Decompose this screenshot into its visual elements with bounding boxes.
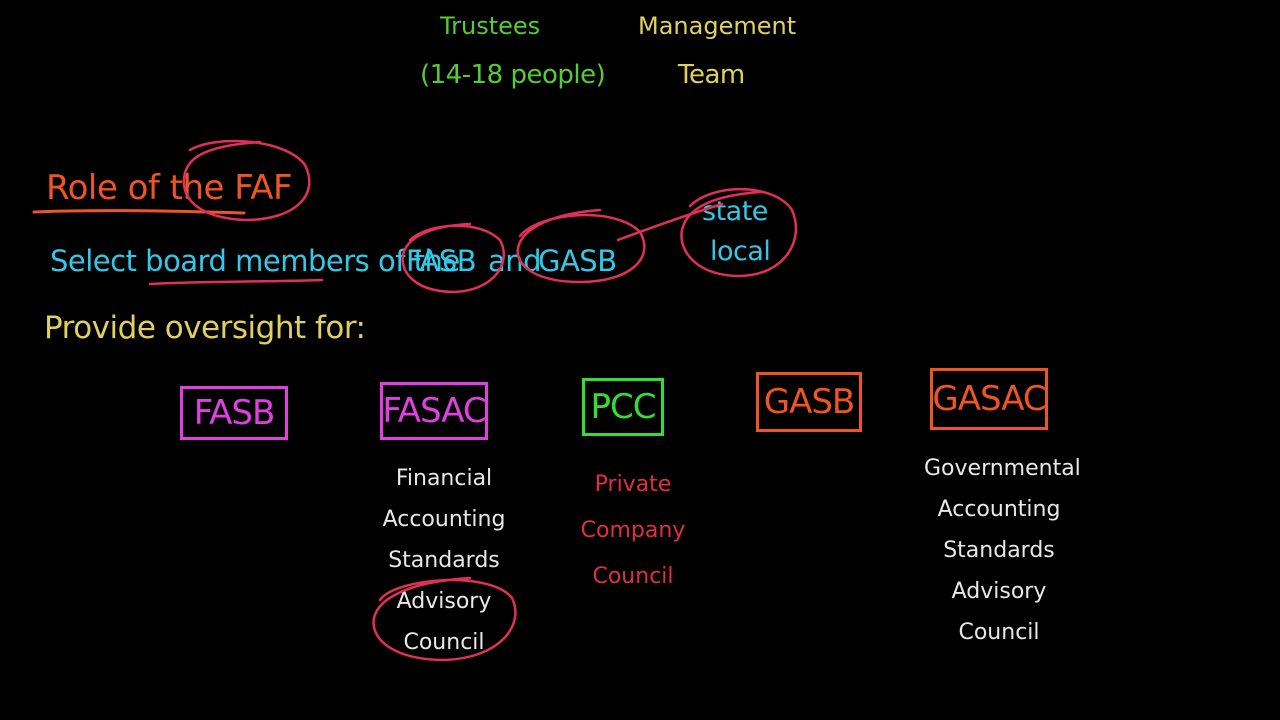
gasac-desc-line: Council — [958, 620, 1040, 645]
gasac-desc-line: Accounting — [937, 497, 1061, 522]
board-members-underline — [148, 278, 324, 286]
fasac-box: FASAC — [380, 382, 488, 440]
select-line-text: Select board members of the — [50, 244, 460, 278]
fasac-desc-line: Accounting — [382, 507, 506, 532]
pcc-desc-line: Council — [592, 564, 674, 589]
trustees-count: (14-18 people) — [420, 60, 606, 90]
fasb-circle — [401, 222, 506, 294]
oversight-heading: Provide oversight for: — [44, 310, 366, 346]
fasac-desc-line: Council — [403, 630, 485, 655]
pcc-description: Private Company Council — [578, 462, 688, 600]
pcc-desc-line: Company — [580, 518, 686, 543]
gasac-desc-line: Standards — [943, 538, 1055, 563]
select-line-gasb: GASB — [538, 244, 617, 278]
pcc-desc-line: Private — [594, 472, 672, 497]
select-line-fasb: FASB — [406, 244, 477, 278]
gasac-box: GASAC — [930, 368, 1048, 430]
gasb-to-state-connector — [616, 202, 724, 242]
fasac-desc-line: Standards — [388, 548, 500, 573]
role-title: Role of the FAF — [46, 168, 293, 208]
gasac-desc-line: Advisory — [951, 579, 1047, 604]
role-underline — [32, 208, 246, 215]
fasac-description: Financial Accounting Standards Advisory … — [378, 458, 510, 663]
gasac-description: Governmental Accounting Standards Adviso… — [924, 448, 1081, 653]
pcc-box: PCC — [582, 378, 664, 436]
management-label: Management — [638, 12, 797, 40]
team-label: Team — [678, 60, 745, 90]
gasb-box: GASB — [756, 372, 862, 432]
gasb-circle — [516, 208, 646, 284]
gasac-desc-line: Governmental — [924, 456, 1081, 481]
fasb-box: FASB — [180, 386, 288, 440]
fasac-desc-line: Financial — [395, 466, 493, 491]
advisory-council-circle — [372, 576, 517, 662]
trustees-label: Trustees — [440, 12, 541, 40]
state-local-circle — [680, 188, 798, 278]
faf-circle — [182, 139, 311, 222]
fasac-desc-line: Advisory — [396, 589, 492, 614]
local-label: local — [710, 236, 771, 267]
